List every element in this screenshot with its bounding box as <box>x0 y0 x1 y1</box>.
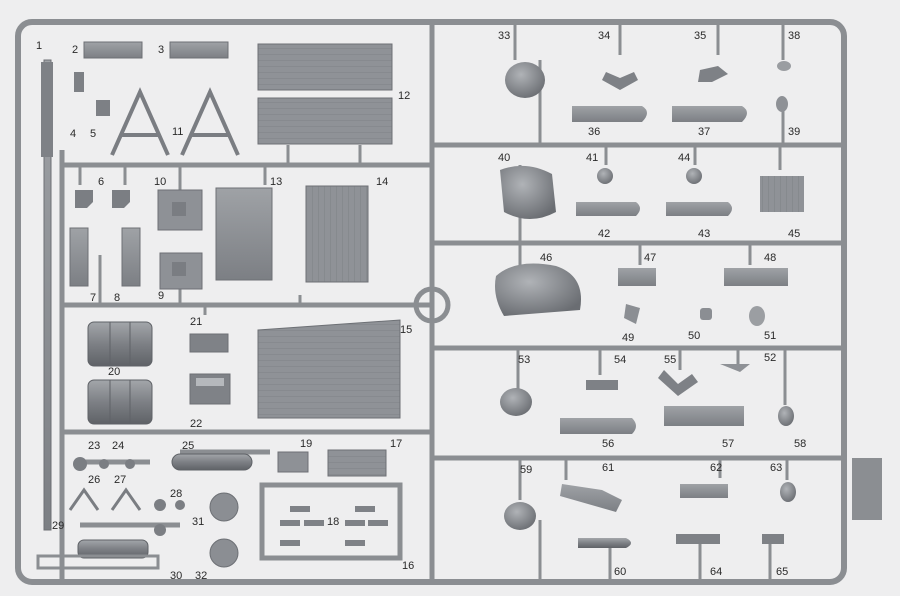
part-label: 54 <box>614 354 627 366</box>
part-label: 35 <box>694 30 707 42</box>
part-label: 64 <box>710 566 723 578</box>
part-label: 24 <box>112 440 125 452</box>
sprue-runners <box>59 22 844 582</box>
part-label: 17 <box>390 438 403 450</box>
part-label: 33 <box>498 30 511 42</box>
left-parts <box>36 41 403 570</box>
part-label: 6 <box>98 176 105 188</box>
part-label: 48 <box>764 252 777 264</box>
part-label: 65 <box>776 566 789 578</box>
part-label: 22 <box>190 418 203 430</box>
part-label: 31 <box>192 516 205 528</box>
part-label: 44 <box>678 152 691 164</box>
part-label: 51 <box>764 330 777 342</box>
gate-stubs <box>78 22 789 582</box>
part-label: 29 <box>52 520 65 532</box>
part-label: 2 <box>72 44 79 56</box>
part-label: 10 <box>154 176 167 188</box>
part-label: 53 <box>518 354 531 366</box>
part-label: 21 <box>190 316 203 328</box>
part-label: 32 <box>195 570 208 582</box>
part-label: 59 <box>520 464 533 476</box>
part-label: 49 <box>622 332 635 344</box>
part-label: 63 <box>770 462 783 474</box>
part-label: 19 <box>300 438 313 450</box>
part-label: 37 <box>698 126 711 138</box>
part-label: 55 <box>664 354 677 366</box>
right-parts <box>495 61 804 548</box>
part-label: 45 <box>788 228 801 240</box>
part-label: 13 <box>270 176 283 188</box>
part-label: 12 <box>398 90 411 102</box>
part-label: 18 <box>327 516 340 528</box>
part-label: 42 <box>598 228 611 240</box>
part-label: 62 <box>710 462 723 474</box>
part-label: 11 <box>172 126 184 138</box>
part-label: 28 <box>170 488 183 500</box>
part-label: 38 <box>788 30 801 42</box>
part-label: 60 <box>614 566 627 578</box>
part-label: 23 <box>88 440 101 452</box>
part-label: 9 <box>158 290 165 302</box>
sprue-tab <box>852 458 882 520</box>
part-label: 36 <box>588 126 601 138</box>
part-label: 7 <box>90 292 97 304</box>
part-label: 57 <box>722 438 735 450</box>
part-label: 40 <box>498 152 511 164</box>
part-label: 16 <box>402 560 415 572</box>
part-label: 41 <box>586 152 599 164</box>
part-label: 1 <box>36 40 43 52</box>
part-label: 27 <box>114 474 127 486</box>
part-label: 58 <box>794 438 807 450</box>
sprue-ring <box>413 286 451 324</box>
part-label: 56 <box>602 438 615 450</box>
part-label: 14 <box>376 176 389 188</box>
part-label: 26 <box>88 474 101 486</box>
part-label: 8 <box>114 292 121 304</box>
part-label: 50 <box>688 330 701 342</box>
part-label: 5 <box>90 128 97 140</box>
part-label: 20 <box>108 366 121 378</box>
part-label: 46 <box>540 252 553 264</box>
part-label: 61 <box>602 462 615 474</box>
part-label: 3 <box>158 44 165 56</box>
part-label: 34 <box>598 30 611 42</box>
part-label: 4 <box>70 128 77 140</box>
part-label: 39 <box>788 126 801 138</box>
part-label: 52 <box>764 352 777 364</box>
part-label: 15 <box>400 324 413 336</box>
part-label: 25 <box>182 440 195 452</box>
part-label: 30 <box>170 570 183 582</box>
part-label: 47 <box>644 252 657 264</box>
part-label: 43 <box>698 228 711 240</box>
